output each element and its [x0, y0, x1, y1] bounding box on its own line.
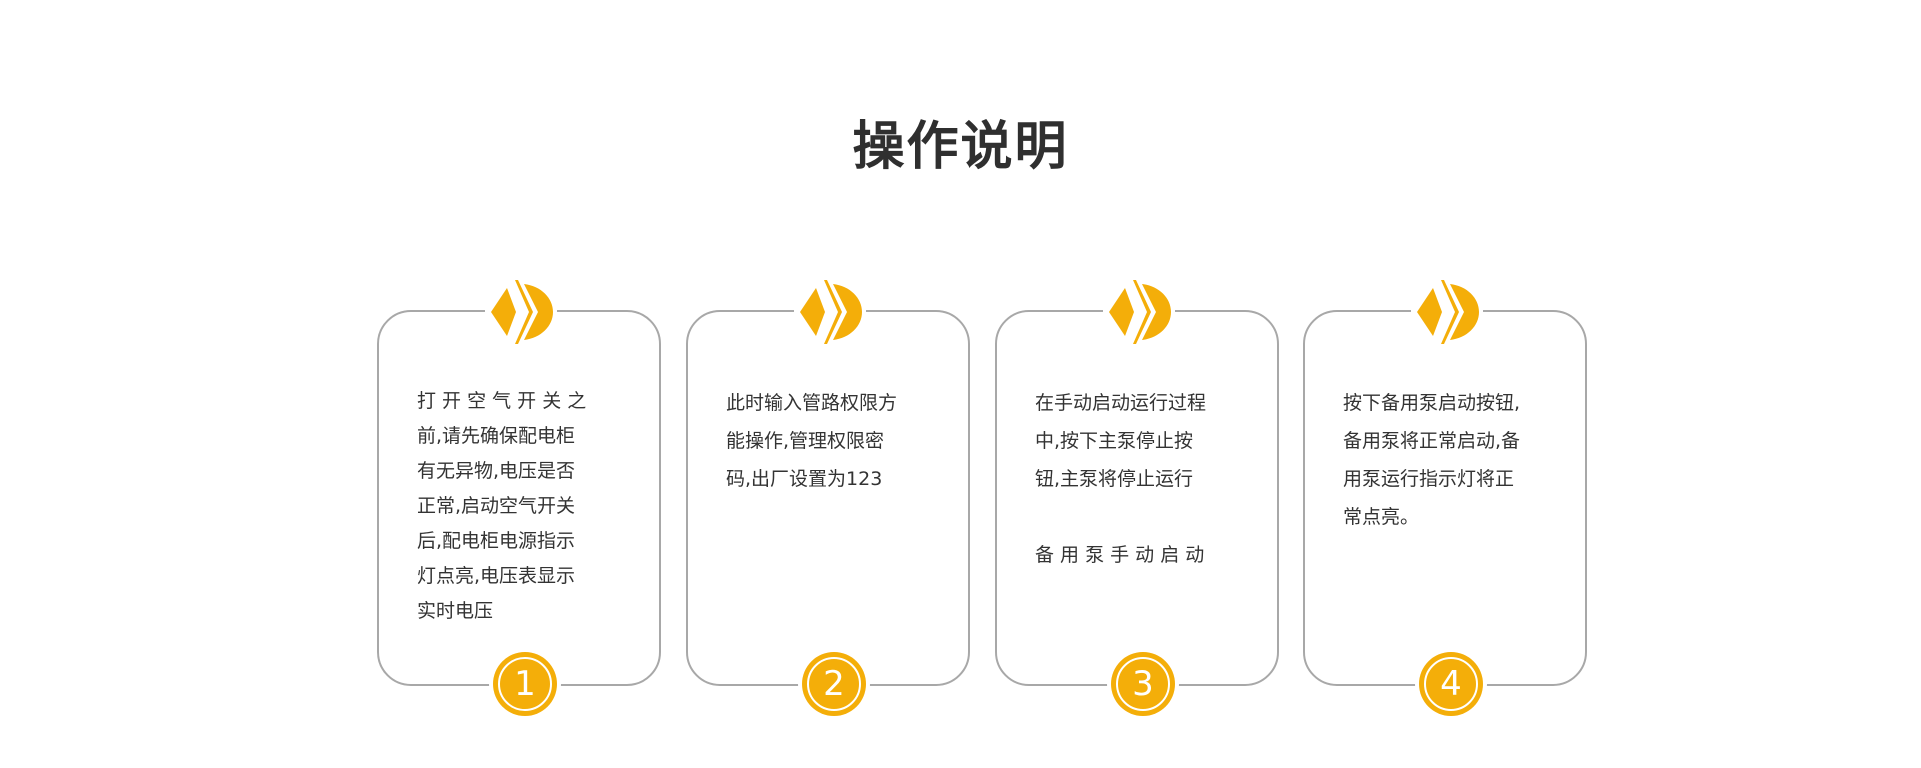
- double-chevron-right-icon: [1103, 276, 1175, 348]
- step-card-1: 打 开 空 气 开 关 之 前,请先确保配电柜 有无异物,电压是否 正常,启动空…: [377, 276, 661, 720]
- step-number-badge: 3: [1107, 648, 1179, 720]
- step-text: 此时输入管路权限方 能操作,管理权限密 码,出厂设置为123: [726, 392, 898, 490]
- step-number-badge: 4: [1415, 648, 1487, 720]
- step-number-badge: 1: [489, 648, 561, 720]
- step-card-2: 此时输入管路权限方 能操作,管理权限密 码,出厂设置为123 2: [686, 276, 970, 720]
- double-chevron-right-icon: [1411, 276, 1483, 348]
- step-number-badge: 2: [798, 648, 870, 720]
- double-chevron-right-icon: [485, 276, 557, 348]
- page-title: 操作说明: [852, 117, 1069, 177]
- step-number: 2: [823, 664, 845, 704]
- step-text: 打 开 空 气 开 关 之 前,请先确保配电柜 有无异物,电压是否 正常,启动空…: [417, 390, 587, 622]
- step-card-4: 按下备用泵启动按钮, 备用泵将正常启动,备 用泵运行指示灯将正 常点亮。 4: [1303, 276, 1587, 720]
- step-card-3: 在手动启动运行过程 中,按下主泵停止按 钮,主泵将停止运行 备 用 泵 手 动 …: [995, 276, 1279, 720]
- step-number: 1: [514, 664, 536, 704]
- step-text: 在手动启动运行过程 中,按下主泵停止按 钮,主泵将停止运行 备 用 泵 手 动 …: [1035, 392, 1207, 566]
- step-number: 4: [1440, 664, 1462, 704]
- step-number: 3: [1132, 664, 1154, 704]
- double-chevron-right-icon: [794, 276, 866, 348]
- step-text: 按下备用泵启动按钮, 备用泵将正常启动,备 用泵运行指示灯将正 常点亮。: [1343, 392, 1521, 528]
